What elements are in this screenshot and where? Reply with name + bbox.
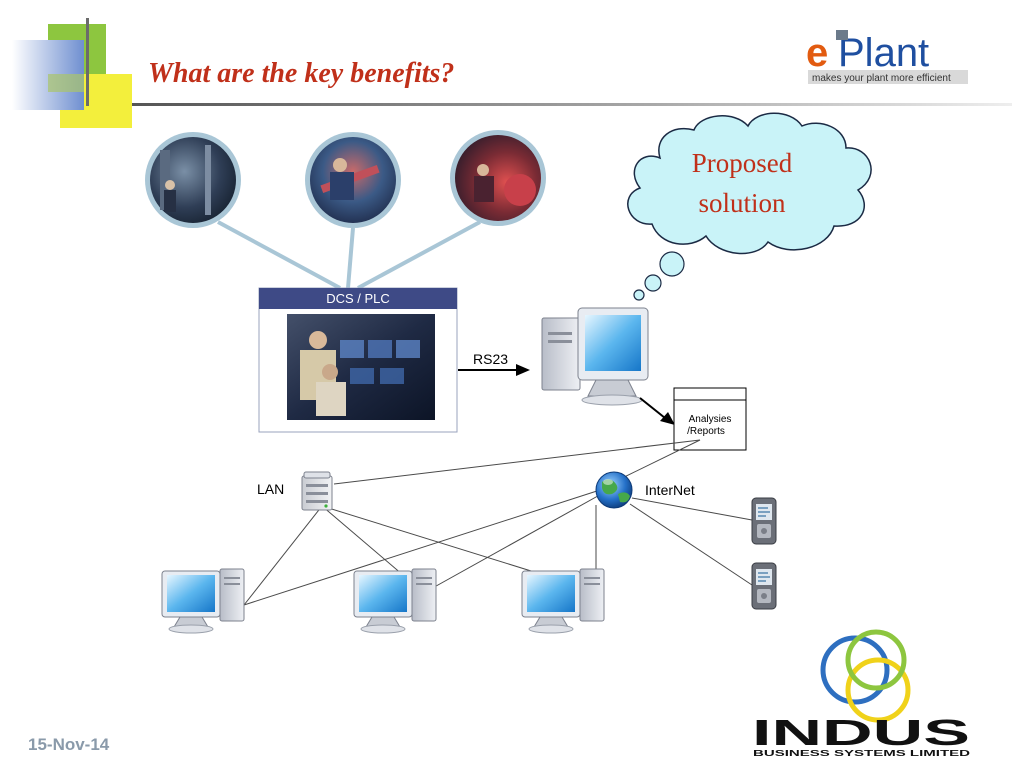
central-computer — [541, 307, 649, 406]
rs23-label: RS23 — [473, 351, 508, 367]
reports-label-line2: /Reports — [687, 426, 725, 437]
slide-date: 15-Nov-14 — [28, 735, 110, 754]
page-title: What are the key benefits? — [148, 58, 454, 89]
pda-device-1 — [751, 497, 777, 545]
network-links — [243, 439, 753, 606]
eplant-logo-plant: Plant — [838, 31, 929, 75]
eplant-logo-e: e — [806, 31, 828, 75]
indus-logo: INDUS BUSINESS SYSTEMS LIMITED — [752, 629, 970, 758]
client-computer-1 — [161, 568, 245, 634]
pda-device-2 — [751, 562, 777, 610]
reports-arrow — [639, 397, 675, 425]
plant-photo-1 — [145, 132, 241, 228]
internet-label: InterNet — [645, 482, 695, 498]
lan-label: LAN — [257, 481, 284, 497]
callout-text-line2: solution — [698, 188, 786, 218]
dcs-plc-box: DCS / PLC — [258, 287, 458, 433]
plant-photo-2 — [305, 132, 401, 228]
plant-photo-3 — [450, 130, 546, 226]
dcs-plc-label: DCS / PLC — [326, 291, 390, 306]
indus-logo-subtitle: BUSINESS SYSTEMS LIMITED — [753, 749, 970, 758]
photo-connectors — [217, 220, 481, 290]
indus-logo-name: INDUS — [752, 712, 970, 753]
callout-text-line1: Proposed — [692, 148, 793, 178]
reports-label-line1: Analysies — [689, 414, 732, 425]
client-computer-2 — [353, 568, 437, 634]
proposed-solution-callout: Proposed solution — [627, 112, 872, 301]
title-rule — [132, 103, 1012, 106]
eplant-tagline: makes your plant more efficient — [812, 73, 951, 84]
internet-globe-icon — [595, 471, 633, 509]
rs23-link: RS23 — [458, 351, 530, 376]
client-computer-3 — [521, 568, 605, 634]
corner-decoration — [12, 18, 132, 128]
lan-server-icon — [301, 471, 333, 511]
eplant-logo: e Plant makes your plant more efficient — [800, 28, 970, 86]
reports-box: Analysies /Reports — [673, 387, 747, 451]
